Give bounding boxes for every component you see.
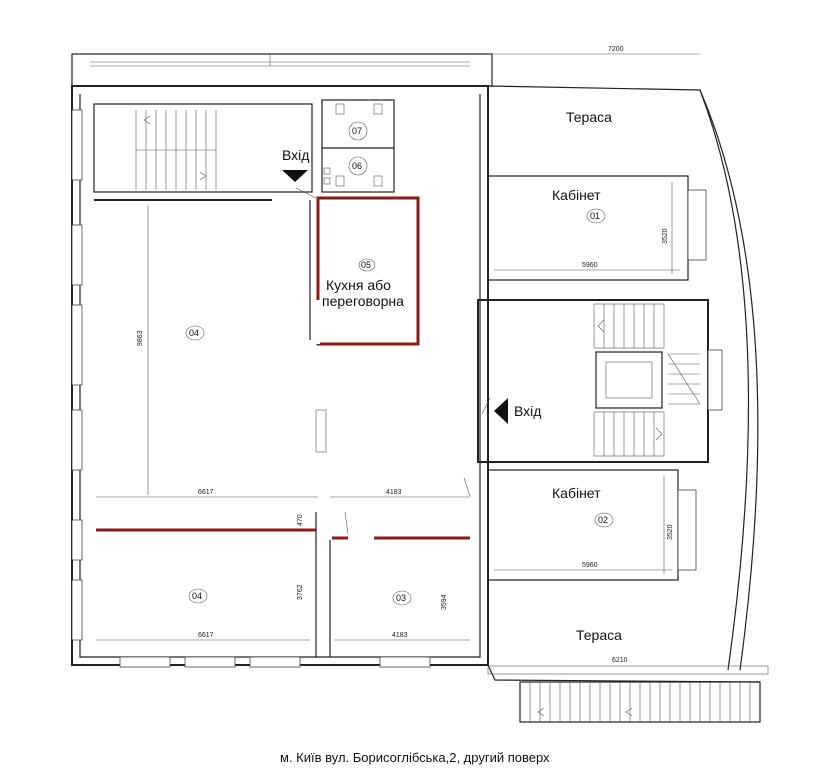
room-04b-height: 3762 <box>297 584 304 600</box>
office-02-num: 02 <box>598 515 608 525</box>
entry-top-label: Вхід <box>282 147 309 163</box>
terrace-top-label: Тераса <box>566 109 612 125</box>
kitchen-label-1: Кухня або <box>326 277 391 293</box>
office-01-width: 5960 <box>582 262 598 269</box>
office-02: Кабінет 02 5960 3520 <box>487 469 697 581</box>
office-01-num: 01 <box>590 211 600 221</box>
right-wing: Тераса Тераса 6210 <box>487 85 769 683</box>
outer-walls <box>71 85 489 668</box>
plan-caption: м. Київ вул. Борисоглібська,2, другий по… <box>280 750 550 765</box>
hall-width-dim: 6617 <box>198 489 214 496</box>
wc-06-num: 06 <box>352 161 362 171</box>
hall-04: 04 <box>185 325 327 453</box>
mid-dims: 6617 4183 <box>96 477 471 498</box>
office-01: Кабінет 01 5960 3520 <box>487 175 707 281</box>
top-facade: 7200 <box>71 46 700 87</box>
room-03: 03 4183 3594 <box>334 590 470 641</box>
hall-height-dim: 9863 <box>137 330 144 346</box>
hall-04-num: 04 <box>189 328 199 338</box>
room-04b-width: 6617 <box>198 632 214 639</box>
kitchen-05-num: 05 <box>361 260 371 270</box>
entry-middle: Вхід <box>481 397 541 424</box>
kitchen-label-2: переговорна <box>322 293 404 309</box>
office-02-depth: 3520 <box>667 524 674 540</box>
stairs-bottom-right <box>519 681 761 723</box>
dim-top: 7200 <box>608 46 624 53</box>
kitchen-05: 05 Кухня або переговорна <box>316 196 420 346</box>
lower-partitions: 470 <box>96 511 470 657</box>
small-dim: 470 <box>297 514 304 526</box>
mid-width-dim: 4183 <box>386 489 402 496</box>
room-03-width: 4183 <box>392 632 408 639</box>
room-03-height: 3594 <box>441 594 448 610</box>
stairwell-top <box>93 103 313 193</box>
terrace-bottom-dim: 6210 <box>612 657 628 664</box>
office-02-label: Кабінет <box>552 485 601 501</box>
wc-07-num: 07 <box>352 126 362 136</box>
wc-block: 07 06 <box>321 99 395 193</box>
core-stairs <box>477 299 723 463</box>
office-01-label: Кабінет <box>552 187 601 203</box>
room-04b-num: 04 <box>192 591 202 601</box>
office-02-width: 5960 <box>582 562 598 569</box>
hall-walls: 9863 <box>94 199 311 495</box>
entry-middle-label: Вхід <box>514 403 541 419</box>
room-03-num: 03 <box>396 593 406 603</box>
office-01-depth: 3520 <box>662 228 669 244</box>
terrace-bottom-label: Тераса <box>576 627 622 643</box>
entry-top: Вхід <box>282 147 317 199</box>
room-04b: 04 6617 3762 <box>96 584 310 641</box>
